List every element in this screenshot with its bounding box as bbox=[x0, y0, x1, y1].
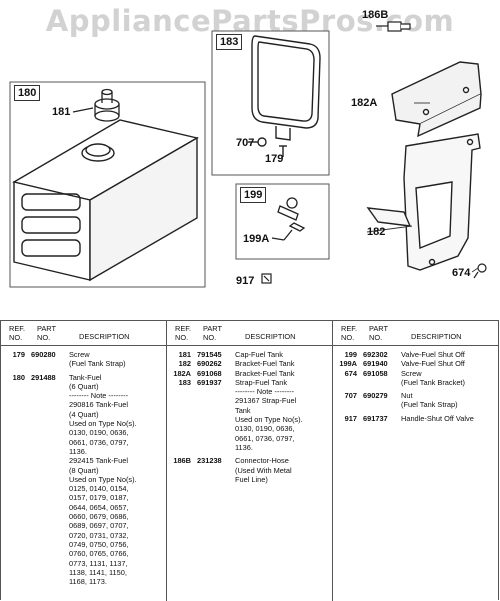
fuel-tank-drawing bbox=[12, 119, 199, 282]
description: Handle-Shut Off Valve bbox=[401, 413, 474, 423]
header-description: DESCRIPTION bbox=[245, 332, 296, 341]
table-row: 182A 691068 Bracket-Fuel Tank bbox=[167, 369, 332, 378]
table-row: 199A 691940 Valve-Fuel Shut Off bbox=[333, 359, 499, 368]
description: Screw (Fuel Tank Strap) bbox=[69, 350, 126, 369]
header-description: DESCRIPTION bbox=[411, 332, 462, 341]
parts-column-2: REF. NO. PART NO. DESCRIPTION 181 791545… bbox=[167, 321, 333, 601]
description: Bracket-Fuel Tank bbox=[235, 368, 295, 378]
column-header: REF. NO. PART NO. DESCRIPTION bbox=[333, 321, 499, 346]
table-row: 183 691937 Strap-Fuel Tank -------- Note… bbox=[167, 378, 332, 452]
header-ref-no: REF. NO. bbox=[175, 324, 192, 342]
description: Nut (Fuel Tank Strap) bbox=[401, 391, 458, 410]
ref-no: 186B bbox=[173, 456, 191, 466]
callout-180: 180 bbox=[14, 85, 41, 101]
header-description: DESCRIPTION bbox=[79, 332, 130, 341]
description: Connector-Hose (Used With Metal Fuel Lin… bbox=[235, 456, 292, 484]
shutoff-valve-drawing bbox=[271, 197, 306, 241]
callout-182: 182 bbox=[367, 226, 386, 238]
header-part-no: PART NO. bbox=[37, 324, 57, 342]
part-no[interactable]: 690280 bbox=[31, 350, 56, 359]
callout-674: 674 bbox=[452, 267, 471, 279]
part-no[interactable]: 231238 bbox=[197, 456, 222, 466]
header-part-no: PART NO. bbox=[369, 324, 389, 342]
ref-no: 179 bbox=[12, 350, 25, 359]
ref-no: 183 bbox=[178, 377, 191, 387]
frame-183 bbox=[211, 30, 330, 176]
parts-list-table: REF. NO. PART NO. DESCRIPTION 179 690280… bbox=[0, 320, 499, 601]
bracket-182A-drawing bbox=[391, 61, 482, 138]
description: Screw (Fuel Tank Bracket) bbox=[401, 368, 465, 387]
header-part-no: PART NO. bbox=[203, 324, 223, 342]
header-ref-no: REF. NO. bbox=[9, 324, 26, 342]
part-no[interactable]: 691737 bbox=[363, 413, 388, 423]
callout-182A: 182A bbox=[351, 97, 378, 109]
ref-no: 180 bbox=[12, 372, 25, 382]
callout-179: 179 bbox=[265, 153, 284, 165]
part-no[interactable]: 691937 bbox=[197, 377, 222, 387]
part-no[interactable]: 690279 bbox=[363, 391, 388, 401]
handle-drawing bbox=[261, 273, 272, 284]
table-row: 917 691737 Handle-Shut Off Valve bbox=[333, 414, 499, 423]
parts-column-1: REF. NO. PART NO. DESCRIPTION 179 690280… bbox=[1, 321, 167, 601]
parts-column-3: REF. NO. PART NO. DESCRIPTION 199 692302… bbox=[333, 321, 499, 601]
description: Valve-Fuel Shut Off bbox=[401, 359, 465, 369]
parts-illustration bbox=[9, 21, 487, 288]
fuel-cap-drawing bbox=[72, 88, 120, 122]
hose-connector-drawing bbox=[376, 21, 411, 32]
column-header: REF. NO. PART NO. DESCRIPTION bbox=[1, 321, 166, 346]
callout-199A: 199A bbox=[243, 233, 270, 245]
table-row: 182 690262 Bracket-Fuel Tank bbox=[167, 359, 332, 368]
callout-183: 183 bbox=[216, 34, 243, 50]
ref-no: 182 bbox=[178, 359, 191, 369]
callout-707: 707 bbox=[236, 137, 255, 149]
table-row: 707 690279 Nut (Fuel Tank Strap) bbox=[333, 391, 499, 410]
description: Valve-Fuel Shut Off bbox=[401, 350, 465, 359]
part-no[interactable]: 690262 bbox=[197, 359, 222, 369]
table-row: 186B 231238 Connector-Hose (Used With Me… bbox=[167, 456, 332, 484]
ref-no: 199 bbox=[344, 350, 357, 359]
callout-917: 917 bbox=[236, 275, 255, 287]
table-row: 180 291488 Tank-Fuel (6 Quart) -------- … bbox=[1, 373, 166, 587]
bracket-182-drawing bbox=[366, 133, 481, 271]
callout-199: 199 bbox=[240, 187, 267, 203]
description: Strap-Fuel Tank -------- Note -------- 2… bbox=[235, 377, 303, 452]
description: Bracket-Fuel Tank bbox=[235, 359, 295, 369]
part-no[interactable]: 291488 bbox=[31, 372, 56, 382]
part-no[interactable]: 691940 bbox=[363, 359, 388, 369]
callout-186B: 186B bbox=[362, 9, 389, 21]
exploded-parts-diagram: 186B 183 180 181 707 179 182A 199 199A 1… bbox=[9, 9, 487, 288]
ref-no: 182A bbox=[173, 368, 191, 378]
description: Cap-Fuel Tank bbox=[235, 350, 283, 359]
table-row: 179 690280 Screw (Fuel Tank Strap) bbox=[1, 350, 166, 369]
part-no[interactable]: 691058 bbox=[363, 368, 388, 378]
table-row: 674 691058 Screw (Fuel Tank Bracket) bbox=[333, 369, 499, 388]
part-no[interactable]: 692302 bbox=[363, 350, 388, 359]
part-no[interactable]: 691068 bbox=[197, 368, 222, 378]
ref-no: 181 bbox=[178, 350, 191, 359]
ref-no: 917 bbox=[344, 413, 357, 423]
table-row: 181 791545 Cap-Fuel Tank bbox=[167, 350, 332, 359]
ref-no: 674 bbox=[344, 368, 357, 378]
table-row: 199 692302 Valve-Fuel Shut Off bbox=[333, 350, 499, 359]
frame-199 bbox=[235, 183, 330, 260]
part-no[interactable]: 791545 bbox=[197, 350, 222, 359]
ref-no: 707 bbox=[344, 391, 357, 401]
screw-674-drawing bbox=[473, 263, 487, 279]
fuel-tank-strap-drawing bbox=[248, 35, 321, 157]
ref-no: 199A bbox=[339, 359, 357, 369]
header-ref-no: REF. NO. bbox=[341, 324, 358, 342]
column-header: REF. NO. PART NO. DESCRIPTION bbox=[167, 321, 332, 346]
description: Tank-Fuel (6 Quart) -------- Note ------… bbox=[69, 372, 137, 587]
frame-180 bbox=[9, 81, 206, 288]
callout-181: 181 bbox=[52, 106, 71, 118]
